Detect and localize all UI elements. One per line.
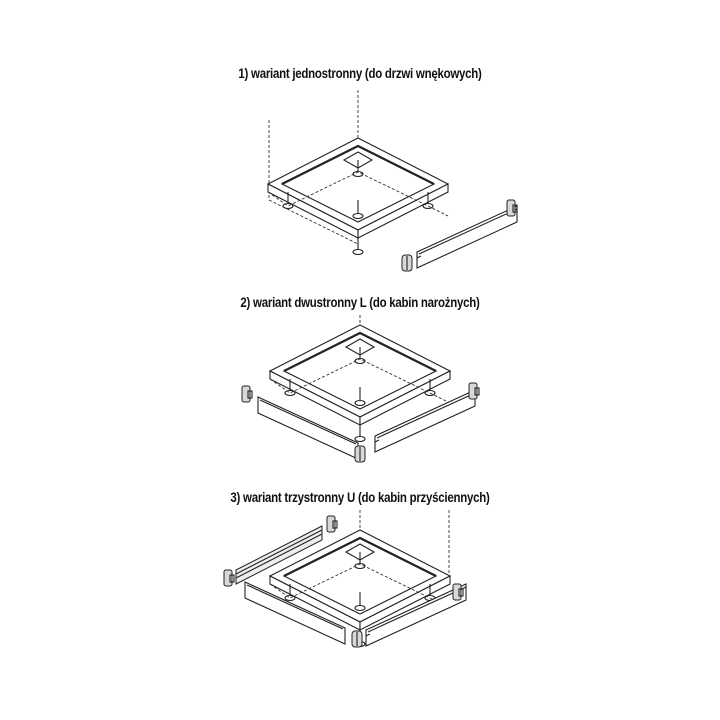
variant-1-caption: 1) wariant jednostronny (do drzwi wnękow… [238,66,482,81]
variant-1-drawing [266,90,518,272]
variant-3-caption: 3) wariant trzystronny U (do kabin przyś… [230,490,490,505]
variant-2-caption: 2) wariant dwustronny L (do kabin narożn… [240,295,480,310]
variant-2-drawing [241,315,480,463]
variant-3-drawing [223,510,467,648]
